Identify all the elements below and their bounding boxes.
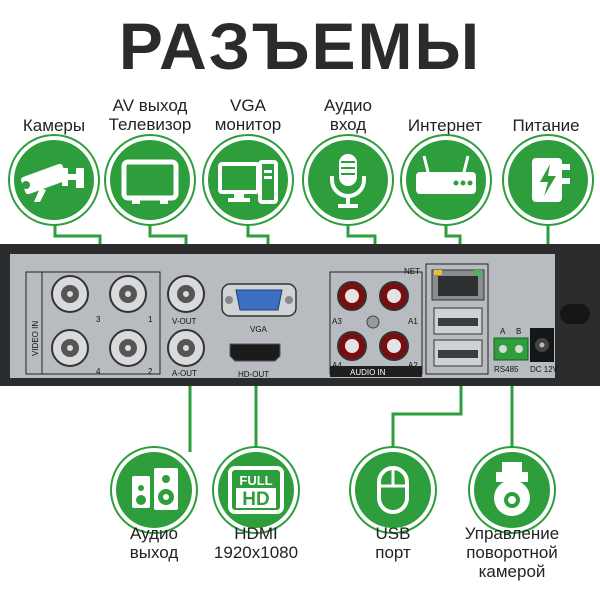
page-title: РАЗЪЕМЫ [118,9,482,83]
a4-label: A4 [332,361,342,370]
ch1-label: 1 [148,315,153,324]
microphone-icon [308,140,388,220]
label-cameras: Камеры [22,116,86,135]
dvr-rear-panel: VIDEO IN 3 1 4 2 V-OUT A-OUT VGA HD-OUT … [0,244,600,386]
rs-b-label: B [516,327,521,336]
rs485-label: RS485 [494,365,519,374]
full-hd-text-full: FULL [239,473,272,488]
label-power: Питание [512,116,580,135]
a3-label: A3 [332,317,342,326]
a2-label: A2 [408,361,418,370]
video-in-label: VIDEO IN [31,321,40,356]
computer-icon [208,140,288,220]
net-label: NET [404,267,420,276]
tv-icon [110,140,190,220]
full-hd-icon: FULL HD [218,452,294,528]
ch3-label: 3 [96,315,101,324]
a1-label: A1 [408,317,418,326]
camera-icon [14,140,94,220]
speaker-icon [116,452,192,528]
dc-label: DC 12V [530,365,559,374]
vout-label: V-OUT [172,317,197,326]
ch4-label: 4 [96,367,101,376]
audio-in-label: AUDIO IN [350,368,386,377]
router-icon [406,140,486,220]
ch2-label: 2 [148,367,153,376]
mouse-icon [355,452,431,528]
hdout-label: HD-OUT [238,370,269,379]
full-hd-text-hd: HD [242,489,269,510]
aout-label: A-OUT [172,369,197,378]
vga-port-label: VGA [250,325,268,334]
rs-a-label: A [500,327,506,336]
ptz-camera-icon [474,452,550,528]
power-adapter-icon [508,140,588,220]
label-internet: Интернет [407,116,483,135]
